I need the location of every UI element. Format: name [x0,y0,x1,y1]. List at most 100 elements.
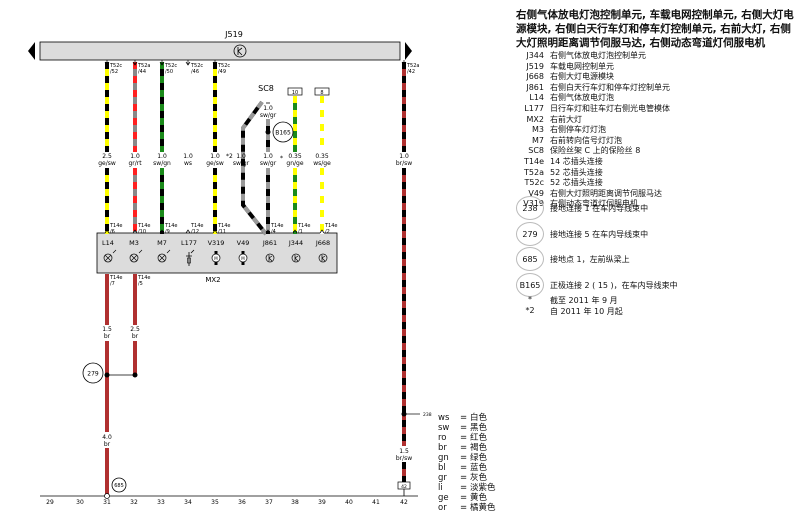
bottom-pin: /2 [325,229,330,235]
legend-desc: 车载电网控制单元 [550,61,614,71]
top-connector: T52c [109,63,122,69]
color-legend-row: or =橘黄色 [438,503,496,513]
grid-number: 34 [184,499,192,504]
color-code: or [438,503,447,513]
wire-gauge: 1.0 [263,153,273,160]
connection-code: 238 [516,196,544,220]
connector-arrow-icon [159,60,165,66]
grid-number: 35 [211,499,219,504]
color-code: gr [438,473,447,483]
top-connector: T52a [406,63,419,69]
lower-connector: T14e [137,275,151,281]
color-name: 蓝色 [470,463,488,473]
bottom-pin: /10 [138,229,146,235]
equals-sign: = [460,433,468,443]
splice-dot [265,129,271,135]
j519-bar[interactable] [39,41,401,61]
legend-code: L14 [529,93,544,103]
legend-code: T52c [524,178,544,188]
equals-sign: = [460,473,468,483]
grid-number: 36 [238,499,246,504]
grid-number: 38 [291,499,299,504]
connector-arrow-icon [292,229,298,234]
color-legend-row: gr=灰色 [438,473,496,483]
bottom-connector: T14e [297,223,311,229]
color-code: gn [438,453,449,463]
equals-sign: = [460,503,468,513]
color-code: li [438,483,443,493]
color-legend-row: ws=白色 [438,413,496,423]
connector-arrow-icon [265,229,271,234]
component-label-l177: L177 [181,239,197,247]
note-mark: * [528,295,532,304]
ground-238-label: 238 [423,412,432,418]
fuse-label: SC8 [258,84,274,93]
color-legend-row: ro=红色 [438,433,496,443]
connector-box-label: 42 [401,484,407,490]
grid-number: 30 [76,499,84,504]
connector-arrow-icon [159,229,165,234]
bottom-connector: T14e [137,223,151,229]
wire-color: br [104,333,111,340]
splice-b165-label: B165 [275,130,291,137]
legend-item: SC8 保险丝架 C 上的保险丝 8 [516,146,670,157]
component-label-j668: J668 [315,239,330,247]
top-pin: /46 [191,69,199,75]
component-label-m7: M7 [157,239,167,247]
legend-code: M7 [532,135,544,145]
bottom-pin: /4 [271,229,276,235]
wire-gauge: 2.5 [130,326,140,333]
legend-desc: 右侧大灯照明距离调节伺服马达 [550,188,662,198]
ground-279[interactable] [82,362,104,384]
legend-desc: 保险丝架 C 上的保险丝 8 [550,146,641,156]
component-label-j344: J344 [288,239,303,247]
wire-color: sw/gr [260,112,277,119]
legend-code: J519 [526,61,544,71]
connector-arrow-icon [212,229,218,234]
legend-code: SC8 [528,146,544,156]
legend-title: 右侧气体放电灯泡控制单元, 车载电网控制单元, 右侧大灯电源模块, 右侧白天行车… [516,9,794,49]
ground-685[interactable] [111,477,127,493]
lower-connector: T14e [109,275,123,281]
legend-desc: 右侧白天行车灯和停车灯控制单元 [550,82,670,92]
color-name: 橘黄色 [470,503,496,513]
wire-gauge: 1.0 [263,105,273,112]
legend-desc: 右前转向信号灯灯泡 [550,135,622,145]
note-star2: *2 [226,153,233,160]
wire-color: ws [184,160,192,167]
wire-gauge: 1.0 [157,153,167,160]
bottom-pin: /11 [218,229,226,235]
color-name: 白色 [470,413,488,423]
bottom-connector: T14e [217,223,231,229]
wire-color: br [132,333,139,340]
wire-gauge: 4.0 [102,434,112,441]
note-desc: 自 2011 年 10 月起 [550,307,623,316]
wire-color: gn/ge [286,160,303,167]
component-label-v49: V49 [237,239,250,247]
legend-code: J668 [526,72,544,82]
color-legend-row: bl=蓝色 [438,463,496,473]
legend-desc: 右前大灯 [550,114,582,124]
bottom-pin: /12 [191,229,199,235]
grid-number: 40 [345,499,353,504]
connector-arrow-icon [401,60,407,66]
component-label-j861: J861 [262,239,277,247]
connector-arrow-icon [104,60,110,66]
wire-sw-gr[interactable] [241,100,268,236]
lamp-icon [157,249,171,263]
splice-b165[interactable] [272,121,294,143]
legend-desc: 52 芯插头连接 [550,178,603,188]
legend-desc: 右侧大灯电源模块 [550,72,614,82]
grid-number: 39 [318,499,326,504]
connection-code: 685 [516,247,544,271]
connector-arrow-icon [319,229,325,234]
legend-code: T52a [524,167,544,177]
color-code: ws [438,413,450,423]
